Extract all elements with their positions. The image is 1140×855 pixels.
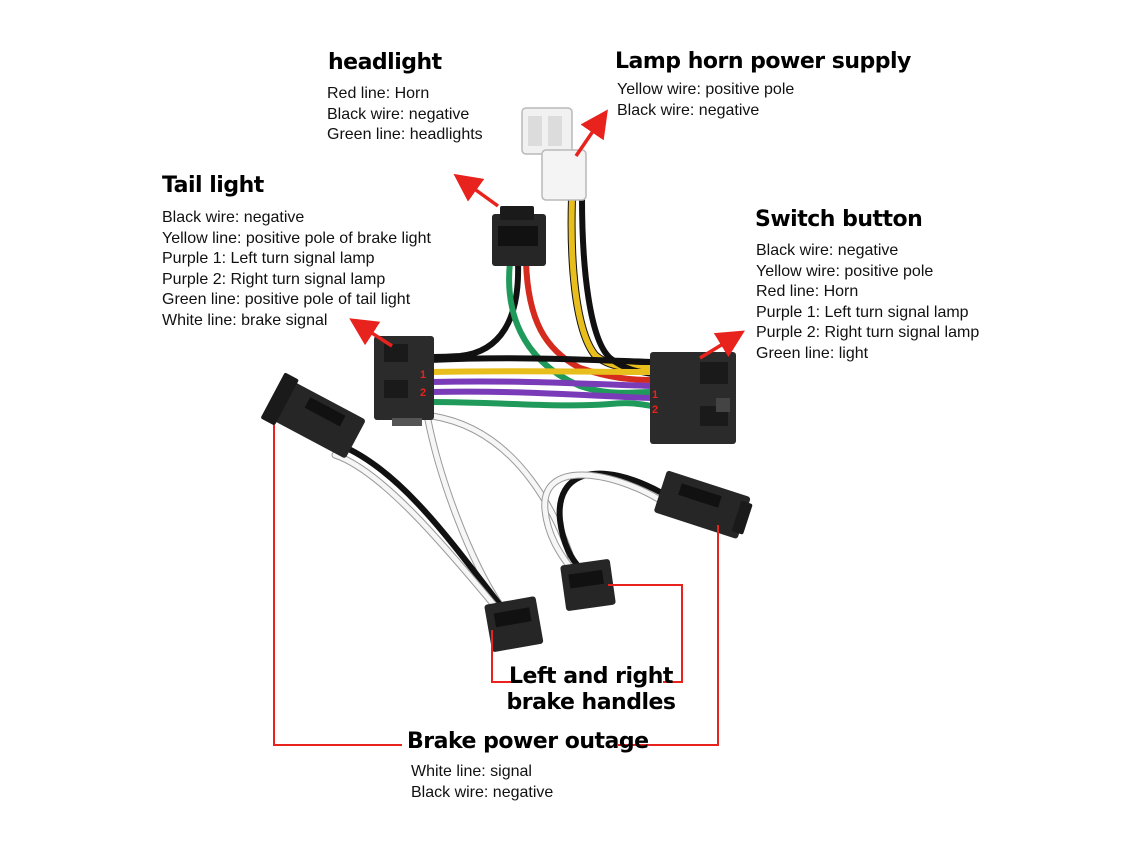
bracket-brake-handles-right (608, 584, 683, 683)
arrow-switch-button (699, 330, 745, 360)
brake-handles-title: Left and right brake handles (506, 664, 676, 716)
callout-brackets (273, 425, 719, 746)
wire-red-headlight (523, 259, 655, 383)
switch-button-line: Red line: Horn (756, 283, 859, 300)
wire-white-brake-left (331, 451, 498, 609)
lamp-horn-connector (521, 107, 587, 201)
brake-power-connector-left (261, 372, 365, 458)
mark-right-2: 2 (652, 404, 658, 416)
switch-button-line: Yellow wire: positive pole (756, 262, 934, 280)
headlight-connector (492, 206, 546, 266)
wire-green-headlight (506, 259, 655, 396)
lamp-horn-description: Yellow wire: positive pole Black wire: n… (617, 80, 794, 121)
wire-green-main (427, 399, 655, 409)
headlight-description: Red line: Horn Black wire: negative Gree… (327, 84, 483, 146)
wire-yellow-main (427, 368, 655, 375)
wires (331, 194, 664, 609)
tail-light-connector (374, 336, 434, 426)
bracket-brake-power-left (273, 425, 402, 746)
tail-light-line: Black wire: negative (162, 209, 305, 226)
switch-button-line: Purple 1: Left turn signal lamp (756, 303, 969, 321)
pointer-arrows (349, 109, 745, 360)
bracket-brake-power-right (618, 525, 719, 746)
brake-handles-title-line2: brake handles (506, 690, 676, 715)
headlight-line: Black wire: negative (327, 105, 470, 123)
wire-black-main (427, 355, 655, 365)
headlight-line: Green line: headlights (327, 126, 483, 143)
tail-light-title: Tail light (162, 173, 264, 198)
switch-button-line: Purple 2: Right turn signal lamp (756, 324, 980, 341)
switch-button-line: Black wire: negative (756, 242, 899, 259)
bracket-brake-handles-left (491, 630, 513, 683)
lamp-horn-title: Lamp horn power supply (615, 49, 911, 74)
tail-light-line: Green line: positive pole of tail light (162, 291, 411, 308)
brake-power-line: Black wire: negative (411, 783, 554, 801)
wire-purple1-main (427, 378, 655, 389)
mark-right-1: 1 (652, 389, 658, 401)
switch-button-line: Green line: light (756, 344, 869, 362)
headlight-line: Red line: Horn (327, 85, 430, 102)
mark-left-1: 1 (420, 369, 426, 381)
brake-power-title: Brake power outage (407, 729, 649, 754)
brake-power-description: White line: signal Black wire: negative (411, 762, 553, 803)
mark-left-2: 2 (420, 387, 426, 399)
lamp-horn-line: Yellow wire: positive pole (617, 81, 795, 98)
lamp-horn-line: Black wire: negative (617, 101, 760, 119)
tail-light-line: White line: brake signal (162, 311, 328, 329)
switch-button-connector (650, 352, 736, 444)
wire-black-brake-left (337, 442, 503, 608)
tail-light-line: Yellow line: positive pole of brake ligh… (162, 229, 431, 247)
arrow-lamp-horn (574, 109, 608, 157)
tail-light-line: Purple 2: Right turn signal lamp (162, 270, 386, 288)
switch-button-description: Black wire: negative Yellow wire: positi… (756, 241, 979, 364)
wire-black-brake-right (556, 470, 663, 571)
connector-number-marks: 1 2 1 2 (420, 369, 658, 416)
brake-handle-connector-right (560, 559, 616, 611)
wire-purple2-main (427, 388, 655, 401)
tail-light-description: Black wire: negative Yellow line: positi… (162, 208, 431, 331)
arrow-tail-light (349, 318, 393, 348)
switch-button-title: Switch button (755, 207, 923, 232)
wire-white-tail-2 (424, 416, 504, 609)
brake-power-connector-right (654, 470, 753, 539)
headlight-title: headlight (328, 50, 442, 75)
tail-light-line: Purple 1: Left turn signal lamp (162, 250, 375, 267)
brake-power-line: White line: signal (411, 763, 532, 780)
brake-handles-title-line1: Left and right (509, 664, 673, 689)
wire-black-headlight (429, 259, 522, 360)
brake-handle-connector-left (484, 596, 544, 652)
arrow-headlight (453, 173, 500, 208)
